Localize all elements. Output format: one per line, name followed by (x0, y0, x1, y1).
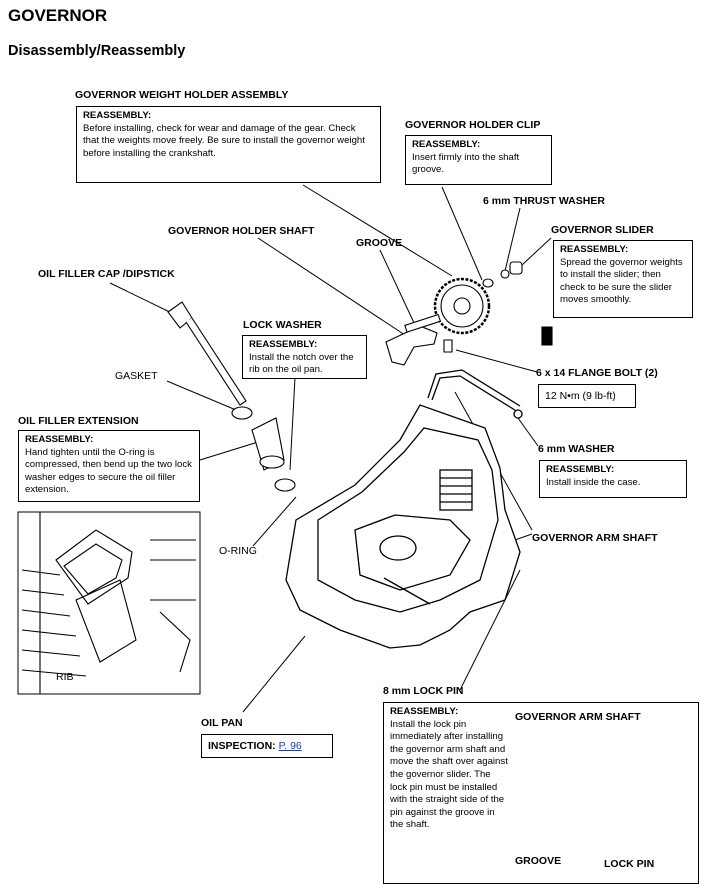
leader-extension (199, 441, 259, 461)
note-heading: REASSEMBLY: (546, 464, 615, 475)
leader-oil-filler-cap (109, 282, 179, 317)
label-flange-bolt: 6 x 14 FLANGE BOLT (2) (536, 367, 658, 379)
note-text: Install the lock pin immediately after i… (390, 718, 508, 831)
leader-flange-bolt (455, 349, 538, 373)
rib-inset-drawing (17, 511, 201, 695)
leader-oil-pan (242, 635, 306, 713)
label-lock-washer: LOCK WASHER (243, 319, 322, 331)
flange-bolt-torque: 12 N•m (9 lb-ft) (538, 384, 636, 408)
note-heading: REASSEMBLY: (412, 139, 481, 150)
detail-label-groove: GROOVE (515, 855, 562, 867)
note-heading: REASSEMBLY: (249, 339, 318, 350)
note-oil-filler-extension: REASSEMBLY: Hand tighten until the O-rin… (18, 430, 200, 502)
inspection-page-link[interactable]: P. 96 (278, 740, 302, 752)
label-governor-arm-shaft: GOVERNOR ARM SHAFT (532, 532, 658, 544)
detail-label-lock-pin: LOCK PIN (604, 858, 655, 870)
note-text: Insert firmly into the shaft groove. (412, 151, 520, 176)
note-6mm-washer: REASSEMBLY: Install inside the case. (539, 460, 687, 498)
leader-gasket (166, 380, 237, 411)
label-thrust-washer: 6 mm THRUST WASHER (483, 195, 605, 207)
note-lock-washer: REASSEMBLY: Install the notch over the r… (242, 335, 367, 379)
label-holder-shaft: GOVERNOR HOLDER SHAFT (168, 225, 315, 237)
label-holder-clip: GOVERNOR HOLDER CLIP (405, 119, 541, 131)
leader-lock-pin (459, 569, 521, 691)
label-groove: GROOVE (356, 237, 403, 249)
leader-weight-holder (302, 184, 453, 277)
leader-6mm-washer (517, 417, 539, 447)
note-text: Install inside the case. (546, 476, 641, 488)
leader-o-ring (252, 496, 297, 547)
leader-slider (521, 237, 552, 266)
label-oil-filler-extension: OIL FILLER EXTENSION (18, 415, 139, 427)
note-heading: INSPECTION: (208, 740, 276, 752)
note-heading: REASSEMBLY: (83, 110, 152, 121)
note-oil-pan-inspection: INSPECTION: P. 96 (201, 734, 333, 758)
note-text: Before installing, check for wear and da… (83, 122, 365, 159)
label-governor-slider: GOVERNOR SLIDER (551, 224, 654, 236)
note-text: Install the notch over the rib on the oi… (249, 351, 354, 376)
label-oil-filler-cap: OIL FILLER CAP /DIPSTICK (38, 268, 175, 280)
label-weight-holder-assembly: GOVERNOR WEIGHT HOLDER ASSEMBLY (75, 89, 289, 101)
note-heading: REASSEMBLY: (560, 244, 629, 255)
label-gasket: GASKET (115, 370, 158, 382)
note-text: Spread the governor weights to install t… (560, 256, 683, 306)
leader-groove (379, 249, 416, 326)
note-lock-pin: REASSEMBLY: Install the lock pin immedia… (383, 702, 699, 884)
page-subtitle: Disassembly/Reassembly (8, 43, 186, 59)
label-o-ring: O-RING (219, 545, 257, 557)
note-heading: REASSEMBLY: (25, 434, 94, 445)
leader-holder-clip (441, 186, 483, 281)
label-6mm-washer: 6 mm WASHER (538, 443, 615, 455)
leader-thrust-washer (504, 207, 521, 272)
note-heading: REASSEMBLY: (390, 706, 459, 717)
detail-label-arm-shaft: GOVERNOR ARM SHAFT (515, 711, 641, 723)
label-rib: RIB (56, 671, 74, 683)
note-governor-slider: REASSEMBLY: Spread the governor weights … (553, 240, 693, 318)
note-holder-clip: REASSEMBLY: Insert firmly into the shaft… (405, 135, 552, 185)
page-title: GOVERNOR (8, 6, 108, 25)
leader-holder-shaft (257, 237, 409, 338)
label-8mm-lock-pin: 8 mm LOCK PIN (383, 685, 464, 697)
leader-lock-washer (289, 377, 296, 471)
note-weight-holder: REASSEMBLY: Before installing, check for… (76, 106, 381, 183)
label-oil-pan: OIL PAN (201, 717, 243, 729)
note-text: Hand tighten until the O-ring is compres… (25, 446, 192, 496)
